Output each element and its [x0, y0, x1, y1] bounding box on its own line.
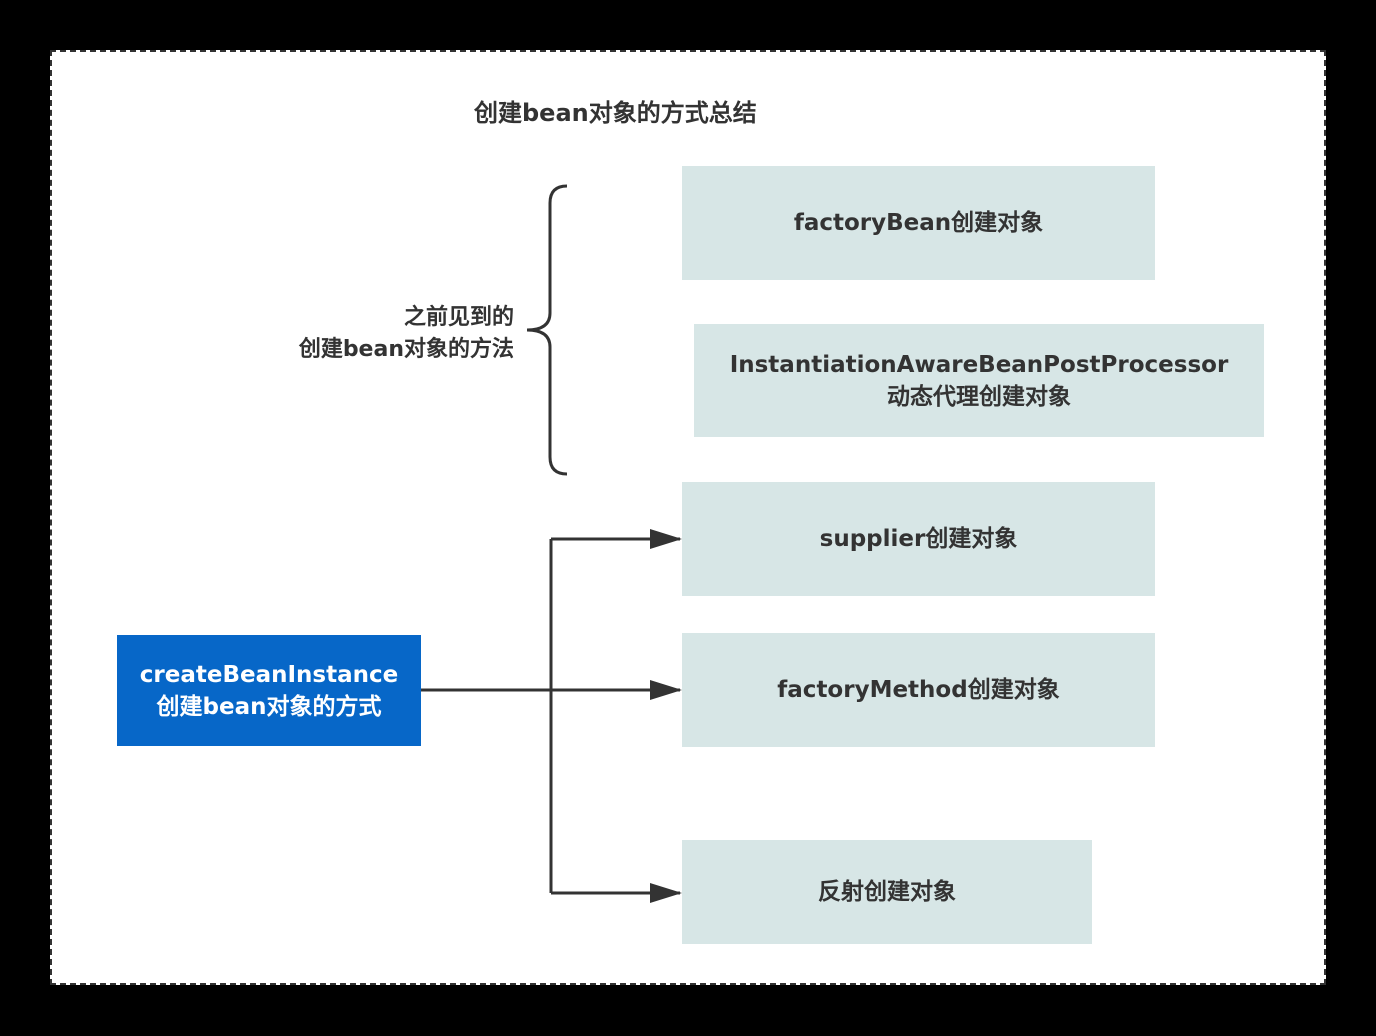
factory-bean-label: factoryBean创建对象: [793, 210, 1044, 236]
instantiation-aware-label: InstantiationAwareBeanPostProcessor: [729, 351, 1229, 378]
instantiation-aware-box: InstantiationAwareBeanPostProcessor 动态代理…: [694, 324, 1264, 437]
create-bean-instance-label: createBeanInstance: [139, 661, 399, 688]
instantiation-aware-sublabel: 动态代理创建对象: [887, 383, 1071, 410]
create-bean-instance-box: createBeanInstance 创建bean对象的方式: [117, 635, 421, 746]
arrowhead-reflection: [650, 883, 682, 903]
reflection-box: 反射创建对象: [682, 840, 1092, 944]
factory-bean-box: factoryBean创建对象: [682, 166, 1155, 280]
diagram-title: 创建bean对象的方式总结: [474, 99, 757, 127]
brace-label: 之前见到的 创建bean对象的方法: [230, 302, 514, 366]
brace-label-line2: 创建bean对象的方法: [298, 337, 514, 362]
reflection-label: 反射创建对象: [818, 879, 956, 905]
arrowhead-supplier: [650, 529, 682, 549]
arrowhead-factory-method: [650, 680, 682, 700]
supplier-box: supplier创建对象: [682, 482, 1155, 596]
factory-method-label: factoryMethod创建对象: [777, 677, 1060, 703]
supplier-label: supplier创建对象: [819, 526, 1018, 552]
create-bean-instance-sublabel: 创建bean对象的方式: [156, 693, 382, 720]
curly-brace: [526, 184, 568, 476]
factory-method-box: factoryMethod创建对象: [682, 633, 1155, 747]
brace-label-line1: 之前见到的: [403, 305, 514, 330]
